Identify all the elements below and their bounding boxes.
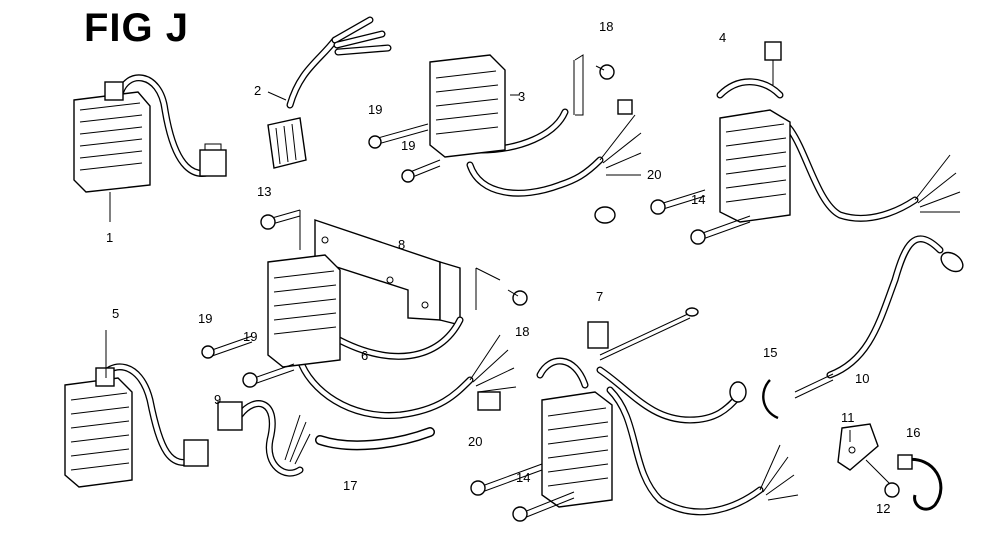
callout-11: 11 — [841, 410, 855, 425]
callout-1: 1 — [106, 230, 114, 245]
regulator-rectifier-5 — [64, 363, 209, 488]
callout-14b: 14 — [516, 470, 531, 485]
bracket-8 — [314, 219, 461, 326]
callout-9: 9 — [214, 392, 222, 407]
callout-5: 5 — [112, 306, 120, 321]
harness-2 — [267, 16, 392, 169]
bolt-14a — [690, 215, 751, 245]
regulator-rectifier-1 — [73, 74, 227, 222]
callout-19b: 19 — [401, 138, 416, 153]
callout-7: 7 — [596, 289, 604, 304]
callout-8: 8 — [398, 237, 406, 252]
bolt-20a — [650, 189, 706, 215]
callout-18a: 18 — [599, 19, 614, 34]
callout-2: 2 — [254, 83, 262, 98]
stay-11 — [837, 423, 879, 471]
tube-17 — [315, 427, 435, 451]
regulator-rectifier-6 — [267, 254, 517, 420]
bolt-20b — [470, 463, 543, 496]
bolt-18a — [595, 64, 615, 80]
callout-12: 12 — [876, 501, 891, 516]
callout-20b: 20 — [468, 434, 483, 449]
callout-6: 6 — [361, 348, 369, 363]
leader-lines — [105, 60, 851, 442]
figure-title: FIG J — [84, 6, 190, 50]
callout-3: 3 — [518, 89, 526, 104]
callout-18b: 18 — [515, 324, 530, 339]
callout-20a: 20 — [647, 167, 662, 182]
regulator-rectifier-7 — [536, 307, 799, 516]
bolt-19b — [401, 159, 441, 183]
bolt-19d — [242, 363, 295, 388]
bolt-14b — [512, 491, 575, 522]
callout-19d: 19 — [243, 329, 258, 344]
regulator-rectifier-3 — [429, 54, 642, 224]
bolt-19c — [201, 335, 253, 359]
harness-9 — [217, 400, 311, 477]
cable-10 — [794, 235, 964, 399]
bolt-19a — [368, 123, 429, 149]
clip-15 — [762, 379, 779, 420]
band-16 — [897, 454, 943, 511]
callout-14a: 14 — [691, 192, 706, 207]
regulator-rectifier-4 — [716, 41, 961, 223]
callout-19c: 19 — [198, 311, 213, 326]
bolt-18b — [507, 289, 528, 306]
callout-10: 10 — [855, 371, 870, 386]
callout-13: 13 — [257, 184, 272, 199]
callout-15: 15 — [763, 345, 778, 360]
callout-19a: 19 — [368, 102, 383, 117]
bolt-13 — [260, 209, 301, 230]
callout-4: 4 — [719, 30, 727, 45]
callout-16: 16 — [906, 425, 921, 440]
bolt-12 — [865, 459, 900, 498]
callout-17: 17 — [343, 478, 358, 493]
